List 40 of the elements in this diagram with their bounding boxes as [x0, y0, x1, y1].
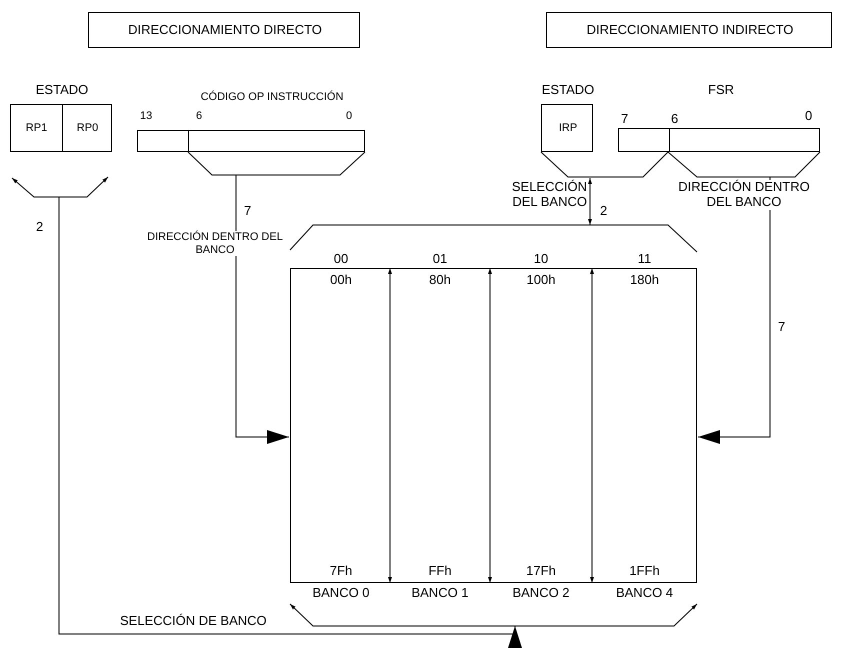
end-address: 1FFh [629, 564, 660, 578]
section-title: DIRECCIONAMIENTO DIRECTO [128, 23, 322, 38]
end-address: 7Fh [330, 564, 352, 578]
arrow [58, 196, 522, 648]
register-name: CÓDIGO OP INSTRUCCIÓN [200, 91, 344, 104]
section-title: DIRECCIONAMIENTO INDIRECTO [586, 23, 794, 38]
end-address: 17Fh [526, 564, 556, 578]
bit-number: 13 [140, 110, 152, 122]
register-name: FSR [708, 83, 734, 98]
bank-code: 11 [638, 252, 652, 266]
bit-number: 7 [621, 112, 628, 126]
bit-number: 6 [671, 112, 678, 126]
bit-number: 0 [346, 110, 352, 122]
bit-number: 6 [196, 110, 202, 122]
title-box [88, 12, 360, 48]
bit-name: IRP [558, 122, 578, 134]
start-address: 80h [429, 273, 451, 288]
bank-code: 00 [334, 252, 348, 266]
bank-code: 01 [432, 252, 448, 266]
bank-code: 10 [534, 252, 548, 266]
register-name: ESTADO [36, 83, 88, 98]
address-caption: DIRECCIÓN DENTRO DEL BANCO [676, 180, 812, 210]
bit-count: 2 [36, 220, 44, 235]
bank-name: BANCO 2 [512, 586, 570, 600]
title-box [546, 12, 832, 48]
arrow [236, 174, 290, 444]
bank-name: BANCO 0 [312, 586, 370, 600]
bit-number: 0 [805, 109, 812, 124]
register-name: ESTADO [542, 83, 594, 98]
arrow [588, 178, 592, 226]
bank-name: BANCO 4 [616, 586, 674, 600]
start-address: 180h [630, 273, 659, 288]
arrow [698, 176, 770, 444]
bank-name: BANCO 1 [411, 586, 469, 600]
end-address: FFh [428, 564, 452, 578]
bit-name: RP0 [76, 122, 98, 134]
address-caption: DIRECCIÓN DENTRO DEL BANCO [145, 231, 285, 256]
bit-name: RP1 [26, 122, 48, 134]
start-address: 00h [330, 273, 352, 288]
start-address: 100h [526, 273, 556, 288]
